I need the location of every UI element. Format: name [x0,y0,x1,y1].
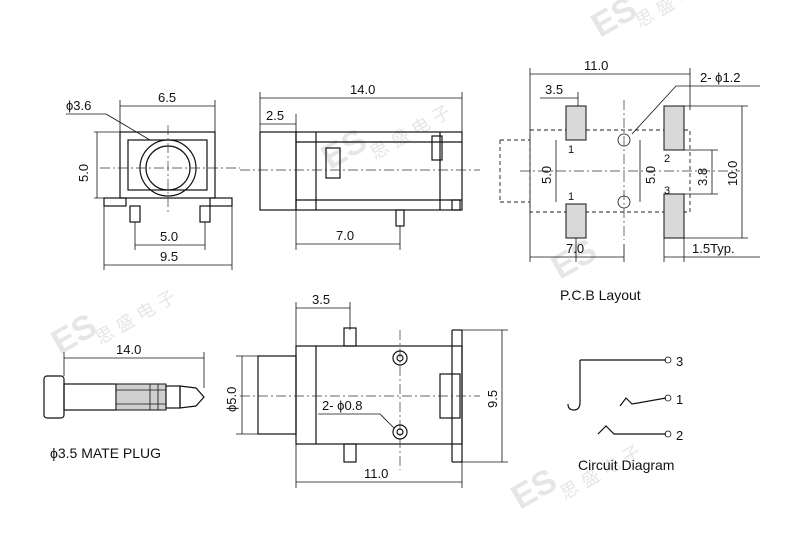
front-height-label: 5.0 [76,164,91,182]
watermark-logo: ES [315,121,373,177]
circuit-pin-label: 3 [676,354,683,369]
pcb-width-label: 11.0 [584,58,608,73]
top-length-label: 11.0 [364,466,388,481]
mate-plug: 14.0 ϕ3.5 MATE PLUG [43,342,205,461]
pcb-pad-spacing-label: 3.8 [695,168,710,186]
pcb-pad-label: 3 [664,185,670,197]
top-diameter-label: ϕ5.0 [224,387,239,412]
pcb-pad-label: 1 [568,191,574,203]
side-bottom-label: 7.0 [336,228,354,243]
pcb-layout-caption: P.C.B Layout [560,287,641,303]
side-view: 14.0 2.5 7.0 [240,82,480,250]
watermark-logo: ES [545,231,603,287]
pcb-pad-label: 2 [664,153,670,165]
top-height-label: 9.5 [485,390,500,408]
front-top-width-label: 6.5 [158,90,176,105]
plug-caption: ϕ3.5 MATE PLUG [50,445,161,461]
plug-length-label: 14.0 [116,342,141,357]
pcb-bottom-left-label: 7.0 [566,241,584,256]
top-hole-spec-label: 2- ϕ0.8 [322,398,363,413]
pcb-pad-label: 1 [568,144,574,156]
watermark-logo: ES [505,461,563,517]
front-view: 6.5 ϕ3.6 5.0 5.0 9.5 [66,90,240,270]
watermark-chinese: 思 盛 电 子 [92,287,180,350]
circuit-pin-label: 2 [676,428,683,443]
front-total-width-label: 9.5 [160,249,178,264]
watermark-chinese: 思 盛 电 子 [632,0,720,32]
side-front-label: 2.5 [266,108,284,123]
pcb-center-height-label: 5.0 [643,166,658,184]
pcb-left-height-label: 5.0 [539,166,554,184]
top-view: 3.5 ϕ5.0 2- ϕ0.8 9.5 11.0 [224,292,508,488]
side-length-label: 14.0 [350,82,375,97]
front-diameter-label: ϕ3.6 [66,98,91,113]
watermark-logo: ES [585,0,643,45]
circuit-caption: Circuit Diagram [578,457,674,473]
pcb-hole-spec-label: 2- ϕ1.2 [700,70,741,85]
pcb-top-offset-label: 3.5 [545,82,563,97]
front-pin-spacing-label: 5.0 [160,229,178,244]
pcb-layout: 11.0 2- ϕ1.2 3.5 1 1 2 3 5.0 5.0 3.8 [499,58,760,303]
pcb-typ-label: 1.5Typ. [692,241,735,256]
circuit-diagram: 3 1 2 Circuit Diagram [567,354,683,473]
watermark-group: ES 思 盛 电 子 ES 思 盛 电 子 ES ES 思 盛 电 子 ES 思… [45,0,720,517]
pcb-right-height-label: 10.0 [725,161,740,186]
circuit-pin-label: 1 [676,392,683,407]
top-offset-label: 3.5 [312,292,330,307]
